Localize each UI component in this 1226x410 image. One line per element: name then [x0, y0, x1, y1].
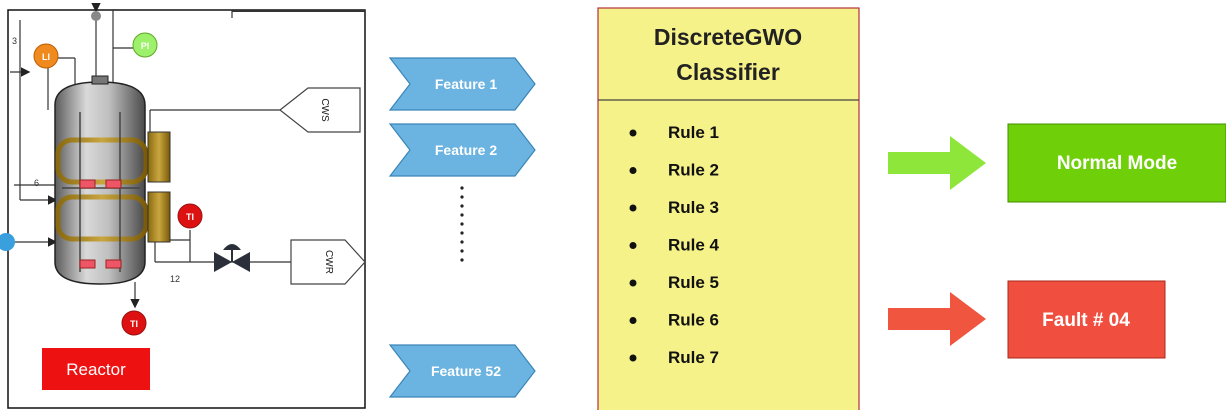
cws-label: CWS [319, 98, 330, 122]
rules-list: Rule 1 Rule 2 Rule 3 Rule 4 Rule 5 Rule 6 Rule… [629, 123, 720, 367]
feed-indicator-icon [0, 233, 15, 251]
rule-bullet-icon [629, 129, 637, 137]
feature-arrow-52: Feature 52 [388, 344, 536, 398]
classifier-title-line1: DiscreteGWO [654, 24, 802, 50]
rule-item: Rule 1 [629, 123, 719, 142]
rule-bullet-icon [629, 204, 637, 212]
top-nozzle-icon [91, 11, 101, 21]
rule-label: Rule 5 [668, 273, 719, 292]
rule-label: Rule 3 [668, 198, 719, 217]
rule-label: Rule 7 [668, 348, 719, 367]
fault-label: Fault # 04 [1042, 310, 1130, 331]
rule-item: Rule 6 [629, 311, 719, 330]
normal-arrow-icon [888, 136, 986, 190]
rule-bullet-icon [629, 279, 637, 287]
process-piping [10, 2, 365, 309]
normal-mode-label: Normal Mode [1057, 153, 1177, 174]
pressure-indicator-label: PI [141, 41, 150, 51]
rule-item: Rule 3 [629, 198, 719, 217]
rule-bullet-icon [629, 242, 637, 249]
rule-label: Rule 6 [668, 311, 719, 330]
rule-bullet-icon [629, 167, 637, 174]
classifier-title-line2: Classifier [676, 59, 780, 85]
bottom-temperature-label: TI [130, 319, 138, 329]
reactor-label: Reactor [66, 360, 126, 379]
cwr-stream: CWR [290, 239, 366, 285]
feature-label-1: Feature 1 [435, 76, 497, 92]
line-number-top: 3 [12, 36, 17, 46]
reactor-label-box: Reactor [42, 348, 150, 390]
feature-arrow-2: Feature 2 [388, 123, 536, 177]
feature-label-52: Feature 52 [431, 363, 501, 379]
line-number-outlet: 12 [170, 274, 180, 284]
level-indicator-label: LI [42, 52, 50, 62]
normal-mode-box: Normal Mode [1007, 123, 1226, 203]
cws-stream: CWS [279, 87, 361, 133]
rule-item: Rule 7 [629, 348, 719, 367]
rule-bullet-icon [629, 354, 637, 362]
bottom-temperature-indicator: TI [121, 310, 147, 336]
fault-arrow-icon [888, 292, 986, 346]
line-number-mid: 6 [34, 178, 39, 188]
control-valve-icon [214, 244, 250, 272]
level-indicator: LI [33, 43, 59, 69]
rule-label: Rule 4 [668, 236, 720, 255]
rule-item: Rule 2 [629, 161, 719, 180]
jacket-temperature-indicator: TI [177, 203, 203, 229]
jacket-temperature-label: TI [186, 212, 194, 222]
rule-bullet-icon [629, 317, 637, 324]
feature-arrow-1: Feature 1 [388, 57, 536, 111]
pressure-indicator: PI [132, 32, 158, 58]
rule-item: Rule 4 [629, 236, 720, 255]
feature-ellipsis [460, 186, 464, 262]
feature-label-2: Feature 2 [435, 142, 497, 158]
reactor-vessel-icon [54, 75, 171, 285]
rule-item: Rule 5 [629, 273, 719, 292]
rule-label: Rule 2 [668, 161, 719, 180]
fault-box: Fault # 04 [1007, 280, 1166, 359]
cwr-label: CWR [323, 250, 334, 274]
reactor-panel: CWS CWR 3 6 12 LI PI TI [0, 2, 366, 409]
rule-label: Rule 1 [668, 123, 719, 142]
